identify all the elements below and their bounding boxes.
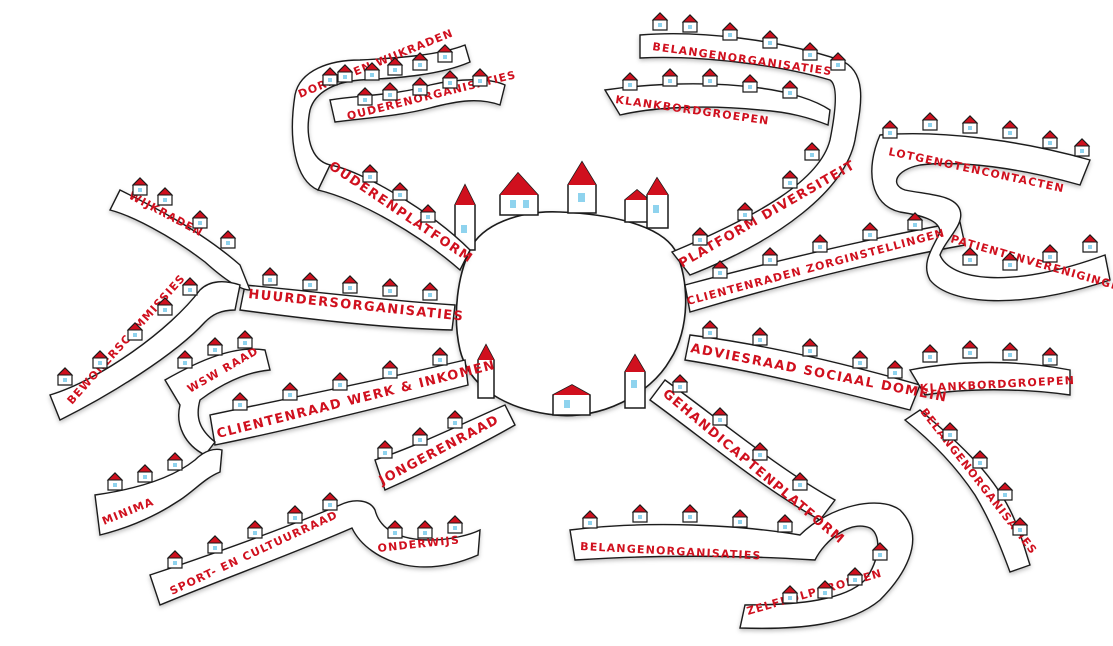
label-ouderenplatform: ouderenplatform	[326, 159, 476, 267]
label-jongerenraad: jongerenraad	[376, 412, 502, 489]
label-gehandicaptenplatform: gehandicaptenplatform	[659, 387, 847, 548]
road-gehandicapten	[570, 380, 913, 628]
label-adviesraad-sociaal-domein: adviesraad sociaal domein	[689, 341, 949, 406]
center-island	[455, 162, 686, 416]
